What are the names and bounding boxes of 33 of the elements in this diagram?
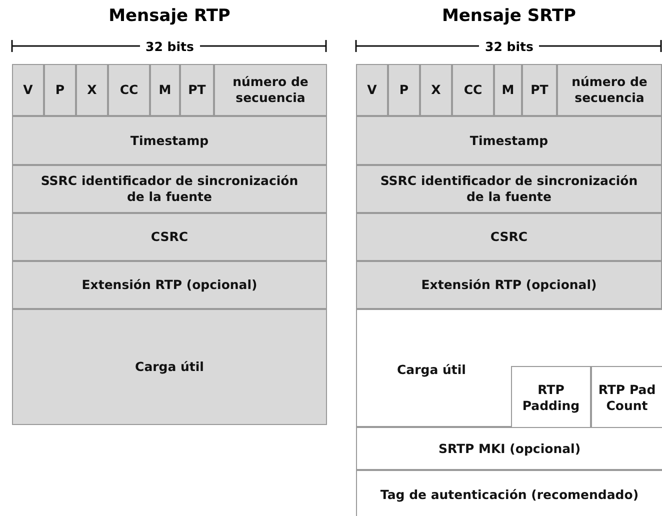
dimension-label: 32 bits <box>479 38 540 54</box>
field-cell: V <box>12 64 44 116</box>
field-row: Carga útil <box>12 309 327 425</box>
field-cell: P <box>44 64 76 116</box>
field-cell: V <box>356 64 388 116</box>
field-cell: P <box>388 64 420 116</box>
field-cell: RTP Padding <box>511 366 591 428</box>
panel-heading: Mensaje RTP <box>108 6 232 26</box>
field-row: CSRC <box>356 213 662 261</box>
field-cell: PT <box>180 64 214 116</box>
panel-heading: Mensaje SRTP <box>440 6 578 26</box>
field-cell: RTP Pad Count <box>591 366 662 428</box>
field-row: SSRC identificador de sincronización de la fuente <box>12 165 327 213</box>
field-cell: número de secuencia <box>214 64 327 116</box>
field-cell: M <box>150 64 180 116</box>
field-row: Tag de autenticación (recomendado) <box>356 470 662 516</box>
field-cell: X <box>76 64 108 116</box>
field-cell: PT <box>522 64 557 116</box>
payload-area <box>356 309 662 427</box>
field-cell: número de secuencia <box>557 64 662 116</box>
field-row: Extensión RTP (opcional) <box>356 261 662 309</box>
field-row: SRTP MKI (opcional) <box>356 427 662 470</box>
field-row: Timestamp <box>356 116 662 165</box>
field-row: SSRC identificador de sincronización de la fuente <box>356 165 662 213</box>
field-cell: X <box>420 64 452 116</box>
field-cell: CC <box>108 64 150 116</box>
field-row: CSRC <box>12 213 327 261</box>
field-row: Timestamp <box>12 116 327 165</box>
field-label: Carga útil <box>397 362 466 378</box>
dimension-label: 32 bits <box>140 38 200 54</box>
field-cell: CC <box>452 64 494 116</box>
field-row: Extensión RTP (opcional) <box>12 261 327 309</box>
field-cell: M <box>494 64 522 116</box>
